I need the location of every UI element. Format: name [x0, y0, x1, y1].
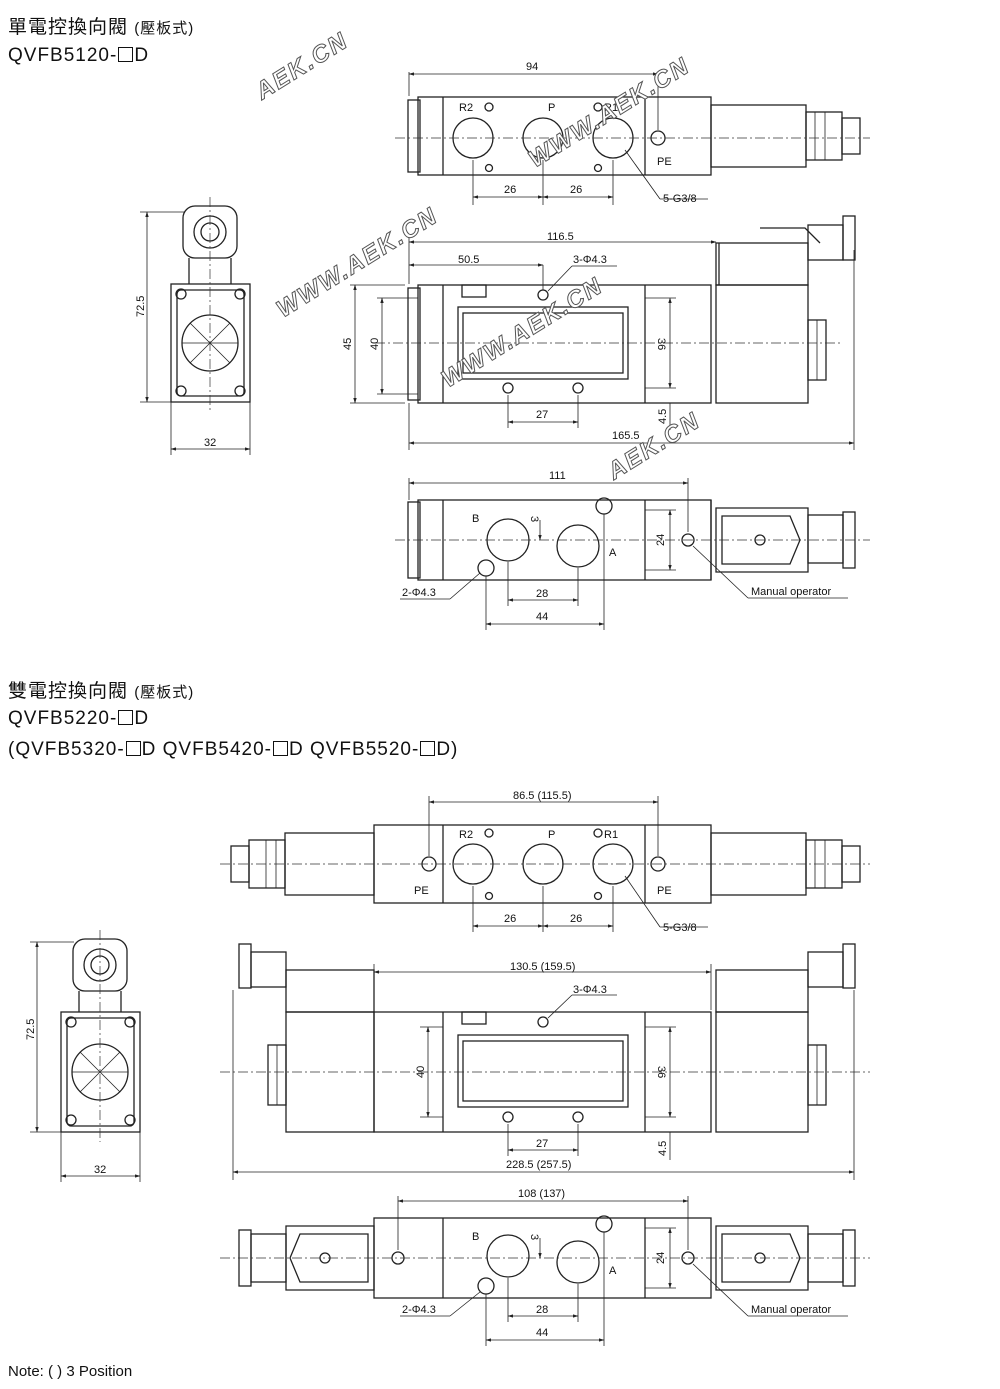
label-a: A	[609, 1265, 617, 1277]
dim-32: 32	[204, 437, 216, 449]
dim-28: 28	[536, 588, 548, 600]
dim-27: 27	[536, 409, 548, 421]
label-pe: PE	[657, 156, 672, 168]
dim-36: 36	[655, 1066, 667, 1078]
label-b: B	[472, 513, 479, 525]
dim-111: 111	[549, 470, 566, 482]
section1-title: 單電控換向閥 (壓板式)	[8, 17, 195, 38]
label-manual-operator: Manual operator	[751, 1304, 831, 1316]
dim-hole3: 3-Φ4.3	[573, 984, 607, 996]
label-r1: R1	[604, 829, 618, 841]
dim-32: 32	[94, 1164, 106, 1176]
watermark: AEK.CN	[602, 407, 705, 486]
dim-3: 3	[528, 516, 540, 522]
dim-hole2: 2-Φ4.3	[402, 587, 436, 599]
dim-50-5: 50.5	[458, 254, 479, 266]
dim-4-5: 4.5	[657, 409, 669, 424]
dim-116-5: 116.5	[547, 231, 574, 243]
dim-36: 36	[655, 338, 667, 350]
label-manual-operator: Manual operator	[751, 586, 831, 598]
dim-72-5: 72.5	[135, 296, 147, 317]
note-text: Note: ( ) 3 Position	[8, 1363, 133, 1380]
dim-228-5: 228.5 (257.5)	[506, 1159, 571, 1171]
label-r2: R2	[459, 829, 473, 841]
dim-hole2: 2-Φ4.3	[402, 1304, 436, 1316]
dim-28: 28	[536, 1304, 548, 1316]
dim-26a: 26	[504, 913, 516, 925]
top-view-single: 94 R2 P R1 PE 26 26 5-G3/8	[395, 61, 870, 205]
dim-hole3: 3-Φ4.3	[573, 254, 607, 266]
dim-40: 40	[415, 1066, 427, 1078]
top-view-double: 86.5 (115.5) R2 P R1 PE PE 26 26 5-G3/8	[220, 790, 870, 934]
section2-title: 雙電控換向閥 (壓板式)	[8, 681, 195, 702]
label-p: P	[548, 829, 555, 841]
dim-44: 44	[536, 611, 548, 623]
bottom-view-double: 108 (137) B A 3 24 2-Φ4.3 28 44 Manual o…	[220, 1188, 870, 1346]
blank-box-icon	[125, 741, 141, 756]
dim-26a: 26	[504, 184, 516, 196]
label-r2: R2	[459, 102, 473, 114]
label-p: P	[548, 102, 555, 114]
label-a: A	[609, 547, 617, 559]
watermark: WWW.AEK.CN	[272, 202, 443, 323]
dim-44: 44	[536, 1327, 548, 1339]
blank-box-icon	[420, 741, 436, 756]
dim-26b: 26	[570, 913, 582, 925]
section2-variants: (QVFB5320-D QVFB5420-D QVFB5520-D)	[8, 739, 459, 760]
label-b: B	[472, 1231, 479, 1243]
front-view-double: 130.5 (159.5) 3-Φ4.3 40 36 27 4.5 228.5 …	[220, 943, 870, 1180]
dim-108: 108 (137)	[518, 1188, 565, 1200]
dim-24: 24	[655, 534, 667, 546]
dim-130-5: 130.5 (159.5)	[510, 961, 575, 973]
front-view-single: 116.5 50.5 3-Φ4.3 45 40 36 27 4.5 165.5	[342, 215, 856, 450]
label-pe-left: PE	[414, 885, 429, 897]
dim-port: 5-G3/8	[663, 193, 697, 205]
side-view-double: 72.5 32	[25, 930, 141, 1182]
label-pe-right: PE	[657, 885, 672, 897]
blank-box-icon	[118, 47, 134, 62]
dim-94: 94	[526, 61, 538, 73]
section2-model: QVFB5220-D	[8, 708, 150, 729]
section1-model: QVFB5120-D	[8, 45, 150, 66]
dim-40: 40	[369, 338, 381, 350]
dim-86-5: 86.5 (115.5)	[513, 790, 572, 802]
blank-box-icon	[118, 710, 134, 725]
dim-24: 24	[655, 1252, 667, 1264]
dim-45: 45	[342, 338, 354, 350]
label-r1: R1	[604, 102, 618, 114]
dim-165-5: 165.5	[612, 430, 640, 442]
dim-72-5: 72.5	[25, 1019, 37, 1040]
blank-box-icon	[272, 741, 288, 756]
side-view-single: 72.5 32	[135, 197, 251, 455]
dim-port: 5-G3/8	[663, 922, 697, 934]
dim-4-5: 4.5	[657, 1141, 669, 1156]
bottom-view-single: 111 B A 3 24 2-Φ4.3 28 44 Manual operato…	[395, 470, 870, 630]
dim-27: 27	[536, 1138, 548, 1150]
dim-26b: 26	[570, 184, 582, 196]
watermark: AEK.CN	[250, 27, 353, 106]
dim-3: 3	[528, 1234, 540, 1240]
